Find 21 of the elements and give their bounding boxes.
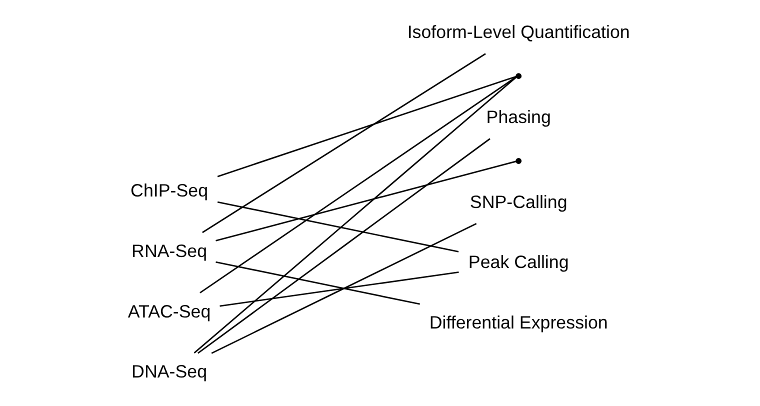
- connector: [216, 160, 516, 241]
- node-text: ChIP-Seq: [130, 180, 208, 200]
- node-point: [516, 158, 522, 164]
- node-text: Peak Calling: [468, 252, 569, 272]
- node-text: Differential Expression: [429, 312, 608, 332]
- node-text: ATAC-Seq: [128, 300, 211, 321]
- node-text: DNA-Seq: [132, 361, 208, 382]
- connector: [198, 138, 490, 354]
- connector: [220, 270, 459, 306]
- node-text: Isoform-Level Quantification: [407, 21, 630, 42]
- node-text: Phasing: [486, 106, 551, 126]
- connector: [216, 260, 420, 304]
- connector: [202, 52, 486, 233]
- node-point: [516, 72, 522, 79]
- connector: [217, 200, 459, 252]
- connector: [217, 75, 516, 177]
- node-text: SNP-Calling: [470, 191, 568, 212]
- connector: [211, 222, 477, 354]
- connector: [194, 76, 516, 354]
- node-text: RNA-Seq: [132, 240, 208, 260]
- connector: [200, 76, 516, 293]
